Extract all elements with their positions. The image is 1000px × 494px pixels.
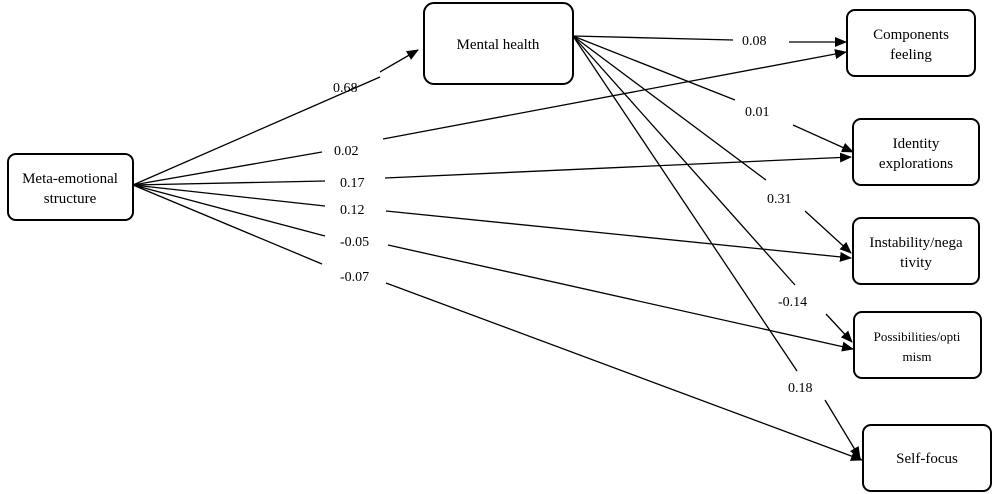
coef-mental-selffocus: 0.18 [788, 381, 813, 396]
path-mental-to-possibilities-b [825, 313, 853, 343]
node-components-feeling: Components feeling [846, 9, 976, 77]
node-possibilities-optimism: Possibilities/opti mism [853, 311, 982, 379]
coefficient-labels: 0.68 0.02 0.17 0.12 -0.05 -0.07 0.08 0.0… [333, 34, 813, 396]
path-meta-to-possibilities-b [387, 244, 854, 352]
node-instability-line-1: Instability/nega [869, 235, 963, 251]
node-self-focus: Self-focus [862, 424, 992, 492]
path-mental-to-selffocus-a [572, 35, 798, 372]
path-mental-to-instability-a [572, 35, 767, 181]
coef-mental-components: 0.08 [742, 34, 767, 49]
coef-meta-identity: 0.17 [340, 176, 365, 191]
path-meta-to-identity-a [132, 180, 326, 186]
path-mental-to-selffocus-b [824, 399, 861, 459]
coef-meta-mental: 0.68 [333, 81, 358, 96]
node-mental-line-1: Mental health [457, 37, 540, 53]
node-meta-emotional-structure: Meta-emotional structure [7, 153, 134, 221]
path-mental-to-components-a [572, 35, 734, 41]
path-meta-to-selffocus-b [385, 282, 863, 461]
path-meta-to-mental [132, 76, 381, 186]
node-selffocus-line-1: Self-focus [896, 451, 958, 467]
arrow-meta-to-mental [379, 49, 419, 73]
path-meta-to-components-b [382, 49, 847, 140]
path-mental-to-instability-b [804, 210, 852, 254]
path-meta-to-components-a [132, 151, 323, 186]
coef-mental-identity: 0.01 [745, 105, 770, 120]
nodes: Meta-emotional structure Mental health C… [7, 2, 992, 492]
coef-meta-possibilities: -0.05 [340, 235, 369, 250]
node-instability-line-2: tivity [900, 255, 932, 271]
node-components-line-1: Components [873, 27, 949, 43]
node-identity-explorations: Identity explorations [852, 118, 980, 186]
path-mental-to-possibilities-a [572, 35, 796, 286]
node-possibilities-line-1: Possibilities/opti [874, 329, 961, 344]
path-mental-to-identity-a [572, 35, 736, 101]
path-meta-to-instability-b [385, 210, 852, 262]
coef-meta-instability: 0.12 [340, 203, 365, 218]
node-identity-line-1: Identity [893, 136, 940, 152]
path-meta-to-possibilities-a [132, 184, 326, 237]
path-meta-to-selffocus-a [132, 184, 323, 265]
coef-meta-selffocus: -0.07 [340, 270, 369, 285]
coef-mental-instability: 0.31 [767, 192, 792, 207]
node-components-line-2: feeling [890, 47, 932, 63]
coef-meta-components: 0.02 [334, 144, 359, 159]
node-meta-line-2: structure [44, 191, 97, 207]
path-mental-to-identity-b [792, 124, 854, 153]
path-meta-to-instability-a [132, 184, 326, 207]
coef-mental-possibilities: -0.14 [778, 295, 807, 310]
node-mental-health: Mental health [423, 2, 574, 85]
node-possibilities-line-2: mism [903, 349, 932, 364]
path-lines [132, 35, 863, 461]
path-meta-to-identity-b [384, 152, 852, 179]
node-meta-line-1: Meta-emotional [22, 171, 118, 187]
node-instability-negativity: Instability/nega tivity [852, 217, 980, 285]
node-identity-line-2: explorations [879, 156, 953, 172]
